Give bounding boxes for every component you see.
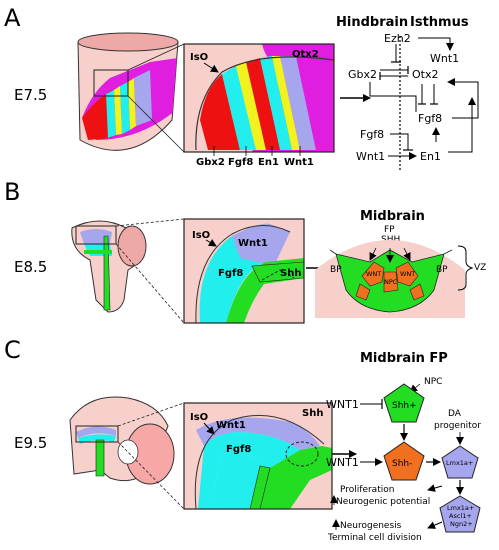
wnt1-b-label: WNT1 (326, 456, 359, 469)
node-otx2: Otx2 (412, 68, 438, 81)
inset-c-fgf8-label: Fgf8 (226, 444, 251, 455)
inset-b-iso-label: IsO (192, 230, 210, 241)
embryo-e8-5 (71, 220, 147, 313)
bp-right-label: BP (436, 265, 448, 275)
panel-c-inset: IsO Wnt1 Fgf8 Shh (183, 402, 333, 510)
neurogenesis-label: Neurogenesis (340, 521, 402, 531)
shh-plus-label: Shh+ (392, 401, 417, 411)
node-en1: En1 (420, 150, 441, 163)
embryo-e9-5 (69, 396, 175, 485)
inset-a-en1-label: En1 (258, 157, 279, 168)
node-fgf8-left: Fgf8 (360, 128, 384, 141)
proliferation-label: Proliferation (340, 485, 394, 495)
panel-b-stage: E8.5 (14, 258, 47, 276)
node-gbx2: Gbx2 (348, 68, 377, 81)
midbrain-fp-title: Midbrain FP (360, 351, 448, 366)
panel-a-letter: A (4, 4, 21, 32)
terminal-division-label: Terminal cell division (327, 533, 422, 543)
panel-b-midbrain-section: Midbrain FP SHH BP BP VZ WNT WNT NPC (315, 209, 486, 318)
panel-b-letter: B (4, 178, 20, 206)
inset-b-shh-label: Shh (280, 268, 301, 279)
panel-c-letter: C (4, 336, 21, 364)
wnt-left-label: WNT (366, 270, 381, 278)
inset-b-wnt1-label: Wnt1 (238, 238, 268, 249)
inset-a-iso-label: IsO (190, 52, 208, 63)
ascl1-label: Ascl1+ (449, 512, 472, 520)
panel-a-gene-network: Hindbrain Isthmus Ezh2 Wnt1 Gbx2 Otx2 Fg… (336, 15, 479, 172)
panel-c-lineage: Midbrain FP NPC Shh+ WNT1 Shh- WNT1 DA p… (326, 351, 481, 543)
shh-minus-cell (383, 441, 425, 481)
isthmus-title: Isthmus (410, 15, 469, 30)
lmx1a-cell (441, 445, 479, 479)
panel-b-inset: IsO Wnt1 Fgf8 Shh (183, 218, 305, 324)
bp-left-label: BP (330, 265, 342, 275)
inset-a-fgf8-label: Fgf8 (228, 157, 253, 168)
inset-a-otx2-label: Otx2 (292, 49, 319, 60)
wnt-right-label: WNT (400, 270, 415, 278)
ngn2-label: Ngn2+ (450, 520, 473, 528)
embryo-e7-5 (77, 32, 179, 151)
da-progenitor-2: progenitor (434, 421, 481, 431)
panel-c: C E9.5 IsO (4, 336, 481, 543)
panel-a: A E7.5 (4, 4, 479, 172)
panel-a-stage: E7.5 (14, 86, 47, 104)
node-ezh2: Ezh2 (384, 32, 411, 45)
npc-label-c: NPC (424, 377, 442, 387)
da-progenitor-1: DA (448, 409, 462, 419)
neurogenic-potential-label: Neurogenic potential (336, 497, 430, 507)
lmx1a-b-label: Lmx1a+ (447, 504, 474, 512)
midbrain-title: Midbrain (360, 209, 425, 224)
inset-a-wnt1-label: Wnt1 (284, 157, 314, 168)
panel-c-stage: E9.5 (14, 434, 47, 452)
hindbrain-title: Hindbrain (336, 15, 408, 30)
wnt1-a-label: WNT1 (326, 398, 359, 411)
inset-a-gbx2-label: Gbx2 (196, 157, 225, 168)
npc-label: NPC (384, 278, 398, 286)
inset-c-shh-label: Shh (302, 408, 323, 419)
shh-minus-label: Shh- (392, 459, 412, 469)
lmx1a-label: Lmx1a+ (446, 459, 473, 467)
shh-plus-cell (383, 383, 425, 423)
lmx1a-ascl1-ngn2-cell (439, 495, 481, 533)
shh-label: SHH (381, 235, 400, 245)
inset-c-iso-label: IsO (190, 412, 208, 423)
panel-a-inset: IsO Otx2 Gbx2 Fgf8 En1 Wnt1 (183, 43, 335, 168)
node-fgf8-right: Fgf8 (418, 112, 442, 125)
node-wnt1-left: Wnt1 (356, 150, 385, 163)
node-wnt1-top: Wnt1 (430, 52, 459, 65)
inset-b-fgf8-label: Fgf8 (218, 268, 243, 279)
inset-c-wnt1-label: Wnt1 (216, 420, 246, 431)
fp-label: FP (384, 225, 395, 235)
panel-b: B E8.5 IsO (4, 178, 486, 324)
vz-label: VZ (474, 263, 486, 273)
